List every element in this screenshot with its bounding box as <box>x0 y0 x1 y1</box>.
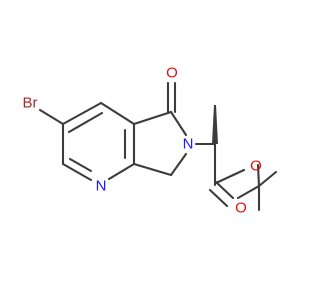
carbonyl-oxygen-atom-label: O <box>235 200 247 217</box>
ketone-oxygen-atom-label: O <box>166 65 178 82</box>
bond-oester-ctbu <box>256 163 261 188</box>
lactam-nitrogen-atom-label: N <box>183 136 194 153</box>
bond-n1-c2-inner <box>68 157 93 173</box>
bond-c3-c4 <box>61 101 103 126</box>
ester-oxygen-atom-label: O <box>250 158 262 175</box>
bond-cester-o-double <box>208 188 229 208</box>
bond-n1-c2 <box>61 162 93 182</box>
bond-c4-c4a <box>99 101 136 126</box>
bond-br-c <box>38 108 65 126</box>
bond-cester-oester <box>214 168 246 185</box>
bond-ctbu-me1 <box>236 184 261 200</box>
bond-c4a-c5 <box>132 110 173 126</box>
pyridine-nitrogen-atom-label: N <box>96 178 107 195</box>
wedge-bond-methyl <box>212 105 218 144</box>
bond-c7a-n1 <box>107 162 136 181</box>
bromine-atom-label: Br <box>23 95 38 112</box>
molecule-structure: Br O N N O O <box>23 65 278 217</box>
bond-c3-c4-inner <box>67 111 104 134</box>
bond-ctbu-me2 <box>257 170 278 188</box>
bond-n6-c7 <box>169 152 188 177</box>
bond-c5-n6 <box>169 110 188 137</box>
bond-cester-o <box>214 180 235 200</box>
atom-label-group: Br O N N O O <box>23 65 262 217</box>
bond-c7-c7a <box>132 162 173 177</box>
bond-group <box>38 81 278 212</box>
